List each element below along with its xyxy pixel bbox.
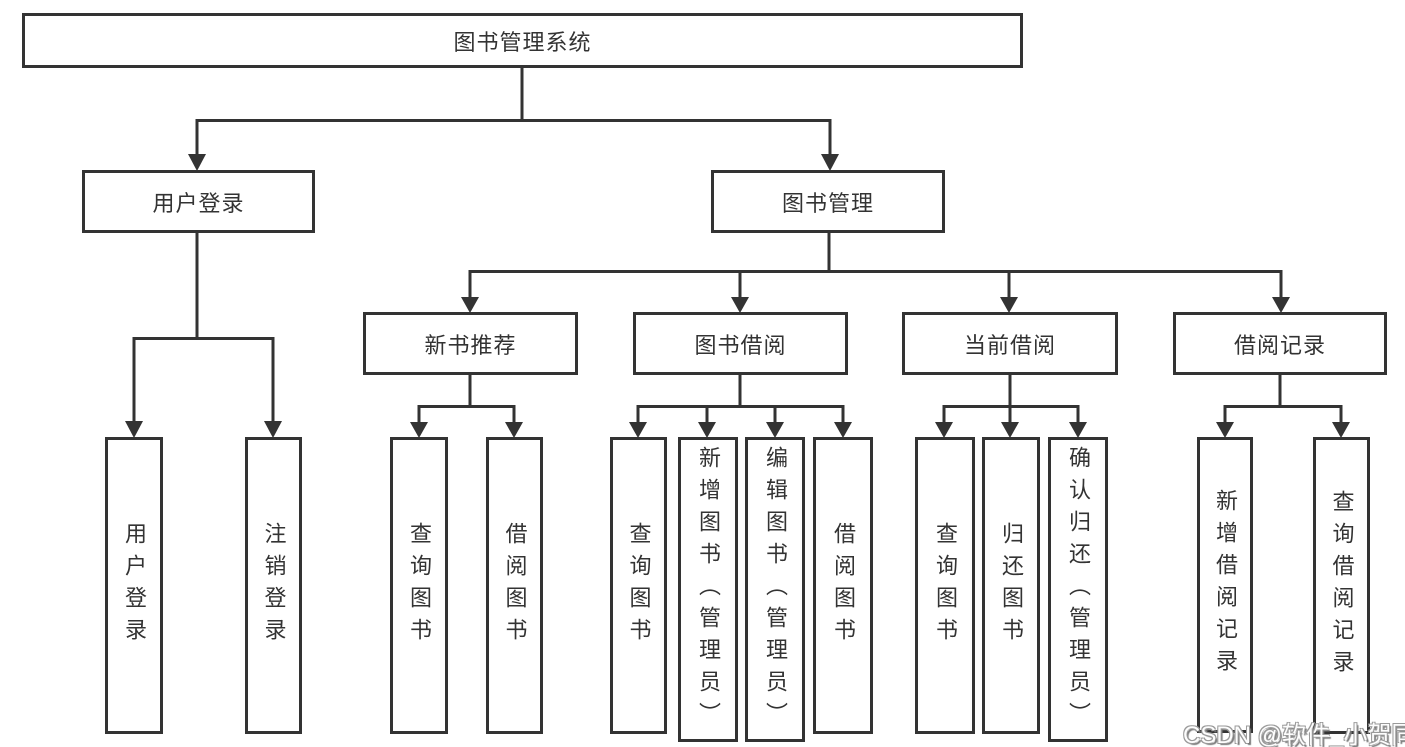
- leaf-borrow-books-recommend: 借阅图书: [486, 437, 543, 734]
- arrow-down-icon: [1069, 422, 1087, 438]
- leaf-label: 借阅图书: [831, 521, 856, 650]
- node-current-borrow: 当前借阅: [902, 312, 1118, 375]
- arrow-down-icon: [264, 421, 282, 438]
- node-root: 图书管理系统: [22, 13, 1023, 68]
- leaf-borrow-books: 借阅图书: [813, 437, 873, 734]
- arrow-down-icon: [629, 422, 647, 438]
- leaf-label: 查询图书: [626, 521, 652, 650]
- arrow-down-icon: [461, 297, 479, 313]
- leaf-label: 新增图书（管理员）: [696, 445, 721, 734]
- leaf-label: 查询图书: [933, 521, 958, 650]
- connector-line: [417, 405, 516, 422]
- arrow-down-icon: [1216, 422, 1234, 438]
- connector-recommend-to-leaves: [417, 375, 516, 422]
- leaf-query-books-current: 查询图书: [915, 437, 975, 734]
- connector-records-to-leaves: [1223, 375, 1343, 422]
- leaf-add-borrow-record: 新增借阅记录: [1197, 437, 1253, 733]
- arrow-down-icon: [1000, 297, 1018, 313]
- node-book-management: 图书管理: [711, 170, 945, 233]
- leaf-label: 查询图书: [407, 521, 432, 650]
- connector-current-to-leaves: [942, 375, 1080, 422]
- node-label: 新书推荐: [424, 332, 517, 358]
- connector-line: [132, 337, 275, 423]
- arrow-down-icon: [935, 422, 953, 438]
- node-label: 当前借阅: [963, 332, 1056, 358]
- arrow-down-icon: [731, 297, 749, 313]
- arrow-down-icon: [1272, 297, 1290, 313]
- arrow-down-icon: [410, 422, 428, 438]
- arrow-down-icon: [125, 421, 143, 438]
- leaf-label: 查询借阅记录: [1329, 489, 1355, 682]
- connector-mgmt-to-level3: [468, 233, 1283, 298]
- leaf-query-borrow-record: 查询借阅记录: [1313, 437, 1370, 734]
- arrow-down-icon: [698, 422, 716, 438]
- node-label: 图书管理: [781, 190, 874, 216]
- node-label: 借阅记录: [1233, 332, 1326, 358]
- leaf-label: 借阅图书: [502, 521, 528, 650]
- csdn-watermark: CSDN @软件_小贺同学: [1183, 722, 1405, 747]
- connector-borrow-to-leaves: [636, 375, 845, 422]
- leaf-query-books-borrow: 查询图书: [610, 437, 667, 734]
- leaf-label: 用户登录: [122, 521, 147, 650]
- leaf-user-login: 用户登录: [105, 437, 163, 734]
- leaf-return-books: 归还图书: [982, 437, 1040, 734]
- arrow-down-icon: [821, 154, 839, 171]
- connector-line: [1223, 405, 1343, 422]
- node-new-book-recommend: 新书推荐: [363, 312, 578, 375]
- arrow-down-icon: [505, 422, 523, 438]
- node-book-borrow: 图书借阅: [633, 312, 848, 375]
- leaf-add-books-admin: 新增图书（管理员）: [678, 437, 738, 742]
- connector-root-to-level2: [195, 68, 832, 156]
- leaf-label: 编辑图书（管理员）: [763, 445, 788, 734]
- leaf-logout: 注销登录: [245, 437, 302, 734]
- connector-line: [195, 119, 832, 156]
- connector-line: [468, 270, 1283, 298]
- leaf-label: 注销登录: [261, 521, 287, 650]
- arrow-down-icon: [1001, 422, 1019, 438]
- leaf-edit-books-admin: 编辑图书（管理员）: [745, 437, 805, 742]
- node-borrow-records: 借阅记录: [1173, 312, 1387, 375]
- node-label: 用户登录: [152, 190, 245, 216]
- leaf-label: 新增借阅记录: [1213, 489, 1238, 681]
- node-user-login: 用户登录: [82, 170, 315, 233]
- connector-line: [636, 405, 845, 422]
- node-label: 图书借阅: [694, 332, 787, 358]
- node-label: 图书管理系统: [453, 29, 592, 55]
- arrow-down-icon: [766, 422, 784, 438]
- leaf-label: 确认归还（管理员）: [1066, 445, 1091, 734]
- arrow-down-icon: [188, 154, 206, 171]
- leaf-label: 归还图书: [999, 521, 1024, 650]
- arrow-down-icon: [834, 422, 852, 438]
- leaf-confirm-return-admin: 确认归还（管理员）: [1048, 437, 1108, 742]
- arrow-down-icon: [1332, 422, 1350, 438]
- leaf-query-books-recommend: 查询图书: [390, 437, 448, 734]
- connector-login-to-leaves: [132, 233, 275, 423]
